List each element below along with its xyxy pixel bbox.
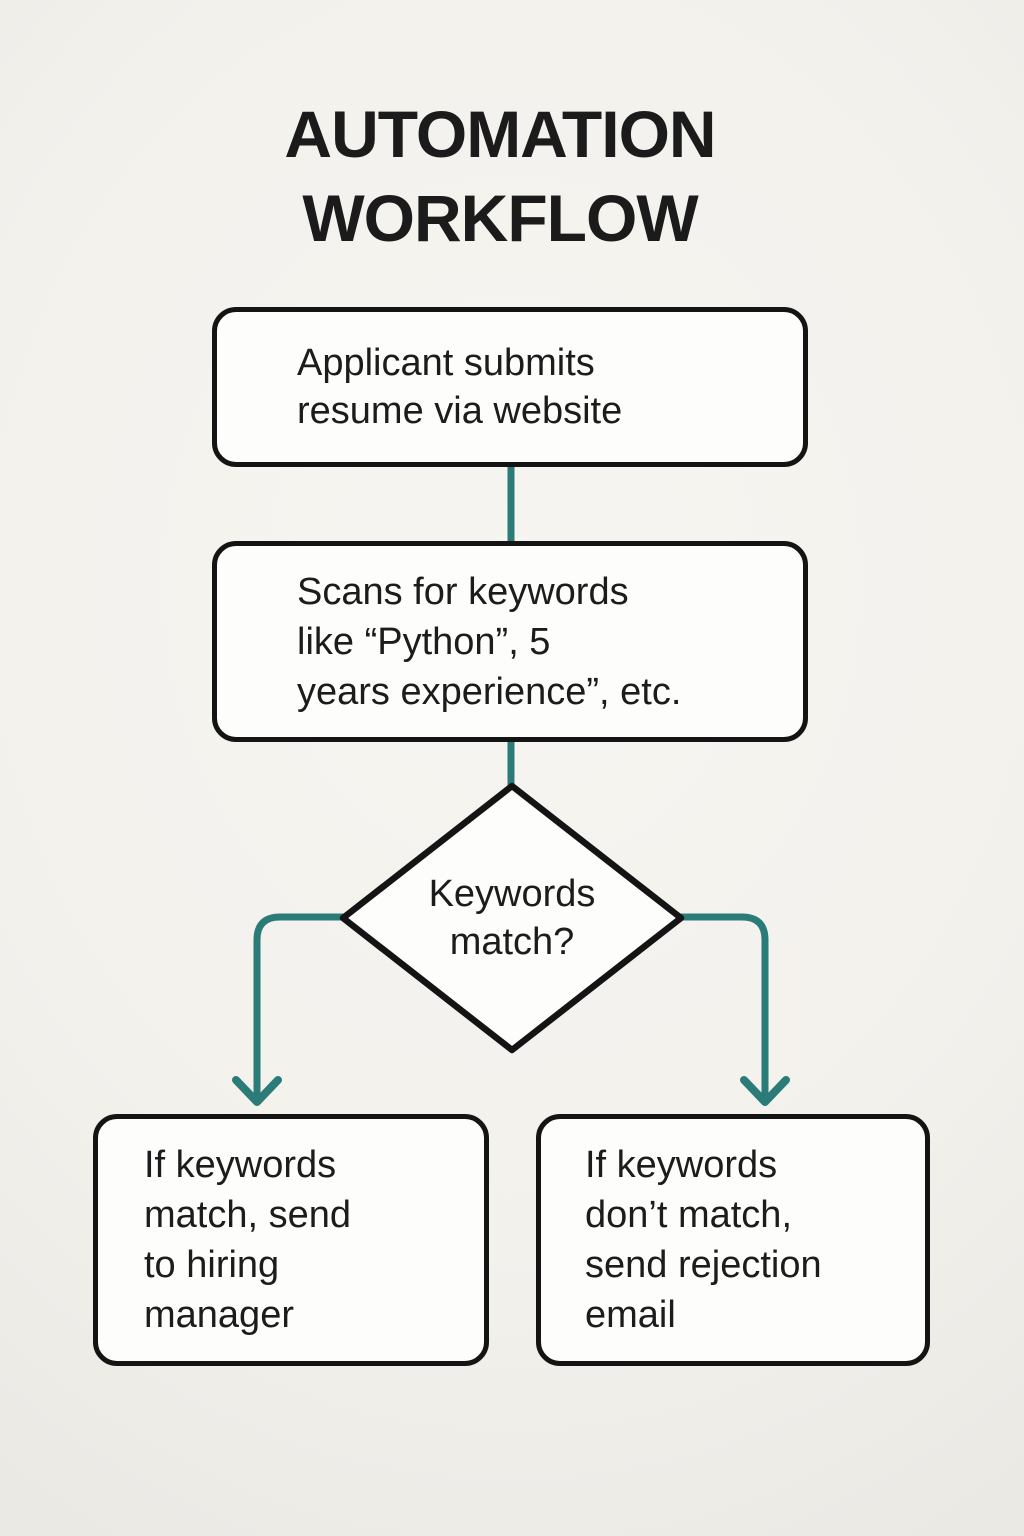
- node-send-rejection-email: If keywords don’t match, send rejection …: [536, 1114, 930, 1366]
- node-text-line: email: [585, 1294, 676, 1336]
- node-text-line: manager: [144, 1294, 294, 1336]
- node-text-line: send rejection: [585, 1244, 822, 1286]
- node-decision-keywords-match: Keywords match?: [362, 870, 662, 966]
- node-text-line: Scans for keywords: [297, 570, 629, 613]
- page-title-line-1: AUTOMATION: [284, 97, 716, 171]
- arrowhead-match-icon: [232, 1076, 282, 1106]
- node-text-line: Applicant submits: [297, 342, 595, 384]
- node-text-line: match?: [449, 921, 575, 963]
- page-title: AUTOMATION WORKFLOW: [0, 92, 1000, 260]
- node-text-line: If keywords: [144, 1144, 337, 1186]
- connector-decision-to-reject: [678, 913, 769, 1096]
- node-scan-keywords: Scans for keywords like “Python”, 5 year…: [212, 541, 808, 742]
- node-text-line: resume via website: [297, 390, 623, 432]
- page-title-line-2: WORKFLOW: [302, 181, 698, 255]
- node-text-line: to hiring: [144, 1244, 280, 1286]
- node-text-line: If keywords: [585, 1144, 778, 1186]
- node-applicant-submits: Applicant submits resume via website: [212, 307, 808, 467]
- connector-decision-to-match: [253, 913, 346, 1096]
- node-text-line: don’t match,: [585, 1194, 792, 1236]
- node-text-line: match, send: [144, 1194, 351, 1236]
- node-text-line: like “Python”, 5: [297, 620, 551, 663]
- node-text-line: years experience”, etc.: [297, 670, 682, 713]
- arrowhead-reject-icon: [740, 1076, 790, 1106]
- node-text-line: Keywords: [428, 873, 596, 915]
- decision-diamond-shape: [339, 782, 685, 1054]
- node-send-to-hiring-manager: If keywords match, send to hiring manage…: [93, 1114, 489, 1366]
